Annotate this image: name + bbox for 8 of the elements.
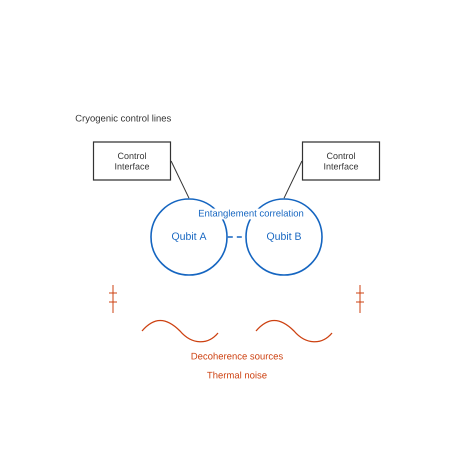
note-text: Thermal noise (207, 372, 267, 378)
control-box: Control Interface (92, 141, 172, 181)
edge-label: Entanglement correlation (197, 208, 305, 220)
control-line (170, 160, 190, 199)
control-line (284, 160, 302, 199)
note-text: Decoherence sources (192, 352, 283, 360)
control-box: Control Interface (302, 141, 380, 181)
caption-text: Cryogenic control lines (76, 114, 171, 124)
